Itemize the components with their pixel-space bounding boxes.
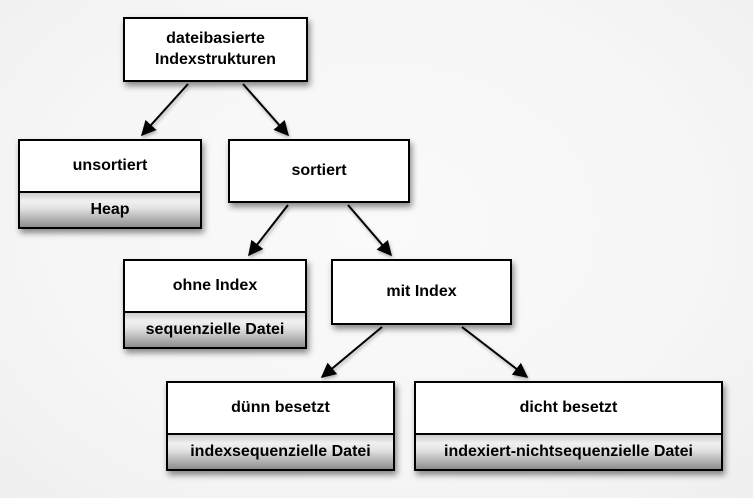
node-sublabel: indexiert-nichtsequenzielle Datei xyxy=(416,433,721,469)
node-ohne-index: ohne Index sequenzielle Datei xyxy=(123,259,307,349)
edge-root-sortiert xyxy=(242,83,289,137)
node-mit-index: mit Index xyxy=(331,259,512,325)
node-label: dateibasierte Indexstrukturen xyxy=(125,19,306,80)
edge-mit-index-dicht-besetzt xyxy=(461,326,529,378)
node-label: dünn besetzt xyxy=(168,383,393,433)
edge-root-unsortiert xyxy=(140,83,189,137)
node-unsortiert: unsortiert Heap xyxy=(18,139,202,229)
node-label: mit Index xyxy=(333,261,510,323)
node-dicht-besetzt: dicht besetzt indexiert-nichtsequenziell… xyxy=(414,381,723,471)
node-duenn-besetzt: dünn besetzt indexsequenzielle Datei xyxy=(166,381,395,471)
edge-sortiert-ohne-index xyxy=(248,204,289,257)
node-label: unsortiert xyxy=(20,141,200,191)
node-sublabel: sequenzielle Datei xyxy=(125,311,305,347)
edge-sortiert-mit-index xyxy=(347,204,392,257)
edge-mit-index-duenn-besetzt xyxy=(320,326,383,378)
node-label: dicht besetzt xyxy=(416,383,721,433)
node-sublabel: Heap xyxy=(20,191,200,227)
node-label: ohne Index xyxy=(125,261,305,311)
node-sortiert: sortiert xyxy=(228,139,410,203)
node-label: sortiert xyxy=(230,141,408,201)
node-sublabel: indexsequenzielle Datei xyxy=(168,433,393,469)
node-dateibasierte-indexstrukturen: dateibasierte Indexstrukturen xyxy=(123,17,308,82)
